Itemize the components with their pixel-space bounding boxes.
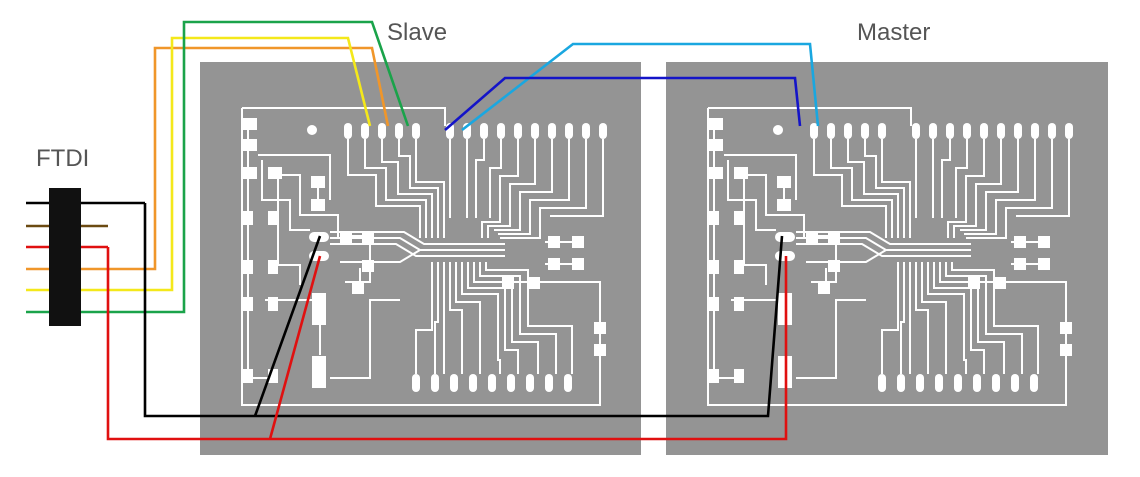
- slave-label: Slave: [387, 19, 447, 46]
- ftdi-header: [49, 188, 81, 326]
- wire-green: [108, 20, 410, 314]
- master-label: Master: [857, 19, 930, 46]
- wires: [106, 20, 820, 441]
- wire-light-blue: [461, 42, 820, 132]
- wire-orange: [108, 46, 390, 271]
- wire-red-branch: [268, 255, 322, 440]
- wire-red: [106, 247, 788, 441]
- ftdi-label: FTDI: [36, 145, 89, 172]
- wire-black: [143, 203, 784, 418]
- master-board: [666, 62, 1108, 455]
- ftdi-pins: [26, 201, 145, 314]
- slave-board: [200, 62, 641, 455]
- wire-yellow: [108, 36, 372, 292]
- wire-black-branch: [253, 235, 322, 417]
- wire-dark-blue: [444, 76, 802, 131]
